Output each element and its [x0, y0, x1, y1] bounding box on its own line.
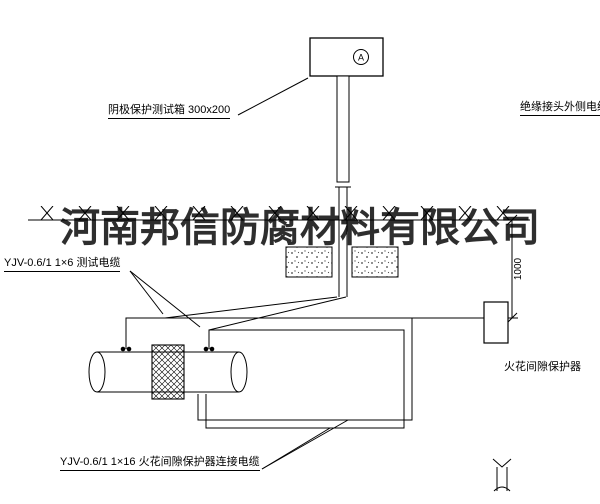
pipeline [88, 344, 248, 400]
concrete-block-right [351, 246, 399, 278]
leader-test-cable-1 [129, 270, 164, 315]
pipe-break-symbol [492, 458, 512, 492]
ground-surface [28, 206, 530, 221]
ammeter-icon [353, 49, 369, 65]
concrete-block-left [285, 246, 333, 278]
label-spark-gap-protector: 火花间隙保护器 [504, 361, 581, 373]
label-test-box: 阴极保护测试箱 300x200 [108, 103, 231, 119]
leader-test-cable-2 [129, 270, 201, 328]
conduit-riser [335, 75, 351, 297]
cables [125, 296, 484, 429]
ground-hatch [28, 206, 512, 220]
pipe-end-right [230, 351, 248, 393]
protector-cable-3 [197, 318, 413, 421]
protector-cable-2 [205, 329, 405, 429]
insulating-flange [151, 344, 185, 400]
spark-gap-protector-box [483, 301, 509, 344]
test-cable-1 [164, 296, 338, 319]
ammeter-symbol: A [358, 53, 364, 63]
dimension-text: 1000 [513, 257, 524, 280]
label-insulated-joint-cable: 绝缘接头外侧电缆 [520, 100, 600, 116]
leader-lines [129, 77, 349, 470]
cable-weld-terminals [120, 346, 215, 352]
leader-test-box [237, 77, 309, 116]
test-box: A [309, 37, 384, 77]
protector-cable-1 [125, 317, 484, 349]
label-protector-cable: YJV-0.6/1 1×16 火花间隙保护器连接电缆 [60, 455, 260, 471]
leader-protector-cable-2 [261, 419, 349, 470]
dimension-1000: 1000 [506, 214, 524, 324]
pipe-end-left [88, 351, 106, 393]
test-cable-2 [208, 296, 347, 331]
label-test-cable: YJV-0.6/1 1×6 测试电缆 [4, 256, 121, 272]
